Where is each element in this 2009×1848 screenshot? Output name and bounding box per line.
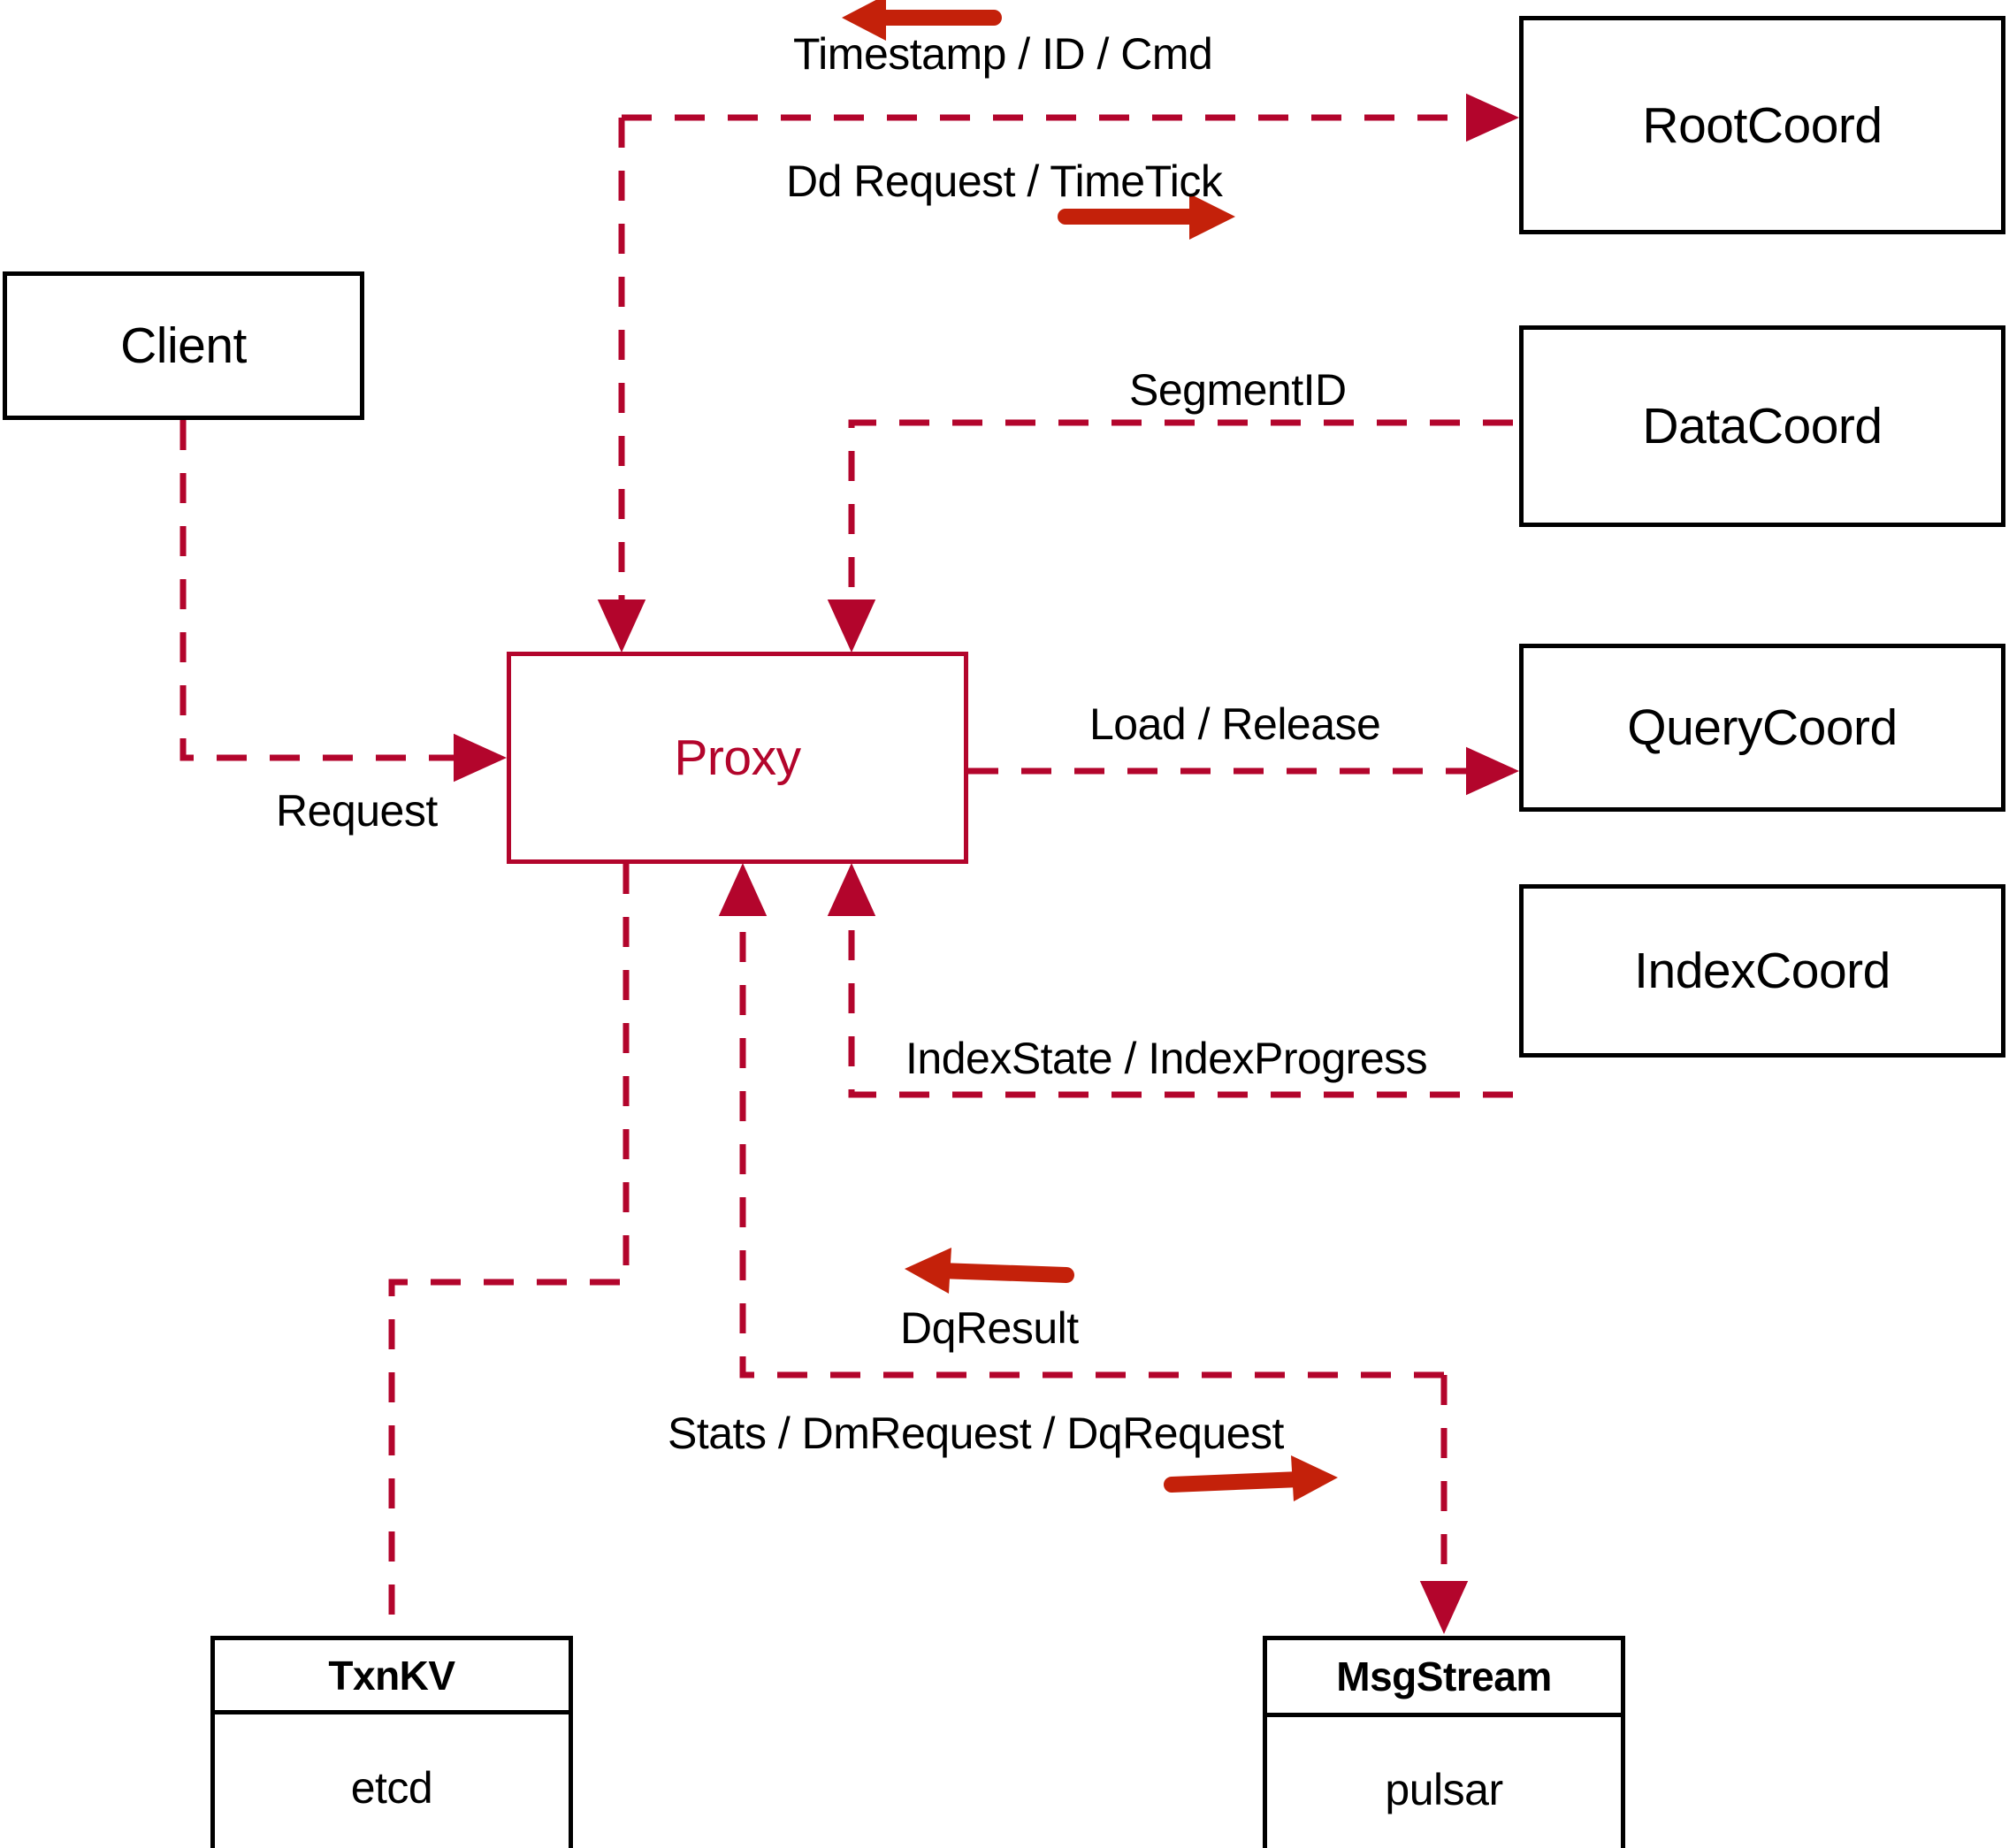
node-datacoord-label: DataCoord xyxy=(1642,398,1883,454)
edge-msgstream-to-proxy xyxy=(718,862,1444,1378)
edge-label-indexstate-indexprogress: IndexState / IndexProgress xyxy=(905,1034,1428,1083)
edge-datacoord-to-proxy xyxy=(827,419,1513,653)
node-rootcoord[interactable]: RootCoord xyxy=(1519,16,2005,234)
edge-label-dqresult: DqResult xyxy=(900,1303,1079,1353)
bold-arrow-dqrequest-right xyxy=(1164,1455,1338,1501)
node-datacoord[interactable]: DataCoord xyxy=(1519,325,2005,527)
edge-label-request: Request xyxy=(276,786,438,836)
node-txnkv-body-label: etcd xyxy=(350,1763,433,1813)
node-msgstream-body: pulsar xyxy=(1267,1717,1621,1848)
edge-label-load-release: Load / Release xyxy=(1089,699,1381,749)
node-proxy-label: Proxy xyxy=(674,729,801,786)
node-txnkv-header: TxnKV xyxy=(215,1640,569,1714)
bold-arrow-timestamp-left xyxy=(842,0,1002,41)
node-msgstream-body-label: pulsar xyxy=(1385,1764,1503,1814)
node-indexcoord-label: IndexCoord xyxy=(1634,943,1891,999)
edge-proxy-to-txnkv xyxy=(388,864,630,1633)
edge-label-stats-dmrequest-dqrequest: Stats / DmRequest / DqRequest xyxy=(668,1409,1284,1458)
node-txnkv-header-label: TxnKV xyxy=(328,1652,455,1699)
node-msgstream[interactable]: MsgStream pulsar xyxy=(1263,1636,1625,1848)
node-msgstream-header-label: MsgStream xyxy=(1336,1653,1552,1699)
node-client-label: Client xyxy=(120,317,247,374)
node-querycoord[interactable]: QueryCoord xyxy=(1519,644,2005,812)
node-querycoord-label: QueryCoord xyxy=(1627,699,1898,756)
edge-label-dd-request-timetick: Dd Request / TimeTick xyxy=(786,157,1223,206)
node-txnkv-body: etcd xyxy=(215,1714,569,1848)
node-proxy[interactable]: Proxy xyxy=(507,652,968,864)
edge-client-to-proxy xyxy=(180,420,508,783)
node-client[interactable]: Client xyxy=(3,271,364,420)
edge-label-segmentid: SegmentID xyxy=(1129,365,1347,415)
edge-label-timestamp-id-cmd: Timestamp / ID / Cmd xyxy=(793,29,1213,79)
node-msgstream-header: MsgStream xyxy=(1267,1640,1621,1717)
node-txnkv[interactable]: TxnKV etcd xyxy=(210,1636,573,1848)
bold-arrow-dqresult-left xyxy=(905,1248,1074,1294)
node-indexcoord[interactable]: IndexCoord xyxy=(1519,884,2005,1058)
bold-arrow-ddrequest-right xyxy=(1058,194,1235,240)
edge-indexcoord-to-proxy xyxy=(827,862,1513,1098)
node-rootcoord-label: RootCoord xyxy=(1642,96,1883,154)
